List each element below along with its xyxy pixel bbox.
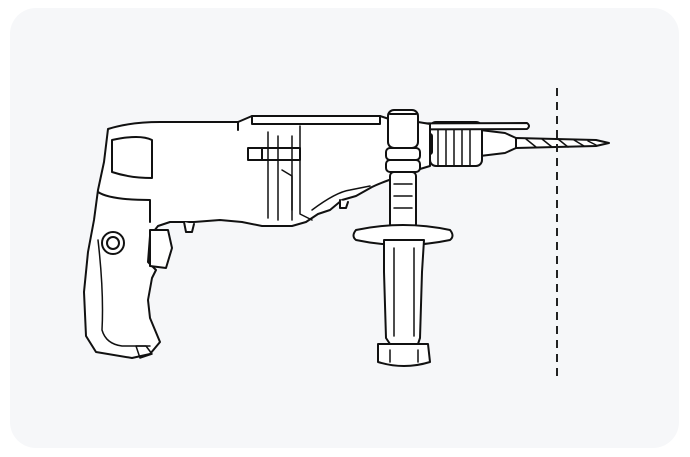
side-handle-clamp	[385, 109, 421, 229]
lock-button	[101, 231, 125, 255]
side-handle	[377, 239, 431, 367]
drill-bit	[515, 137, 610, 149]
chuck-nose	[479, 129, 517, 157]
grip-panel	[111, 136, 153, 179]
depth-disc	[352, 224, 454, 246]
drill-body	[83, 115, 431, 359]
trigger	[149, 229, 173, 269]
